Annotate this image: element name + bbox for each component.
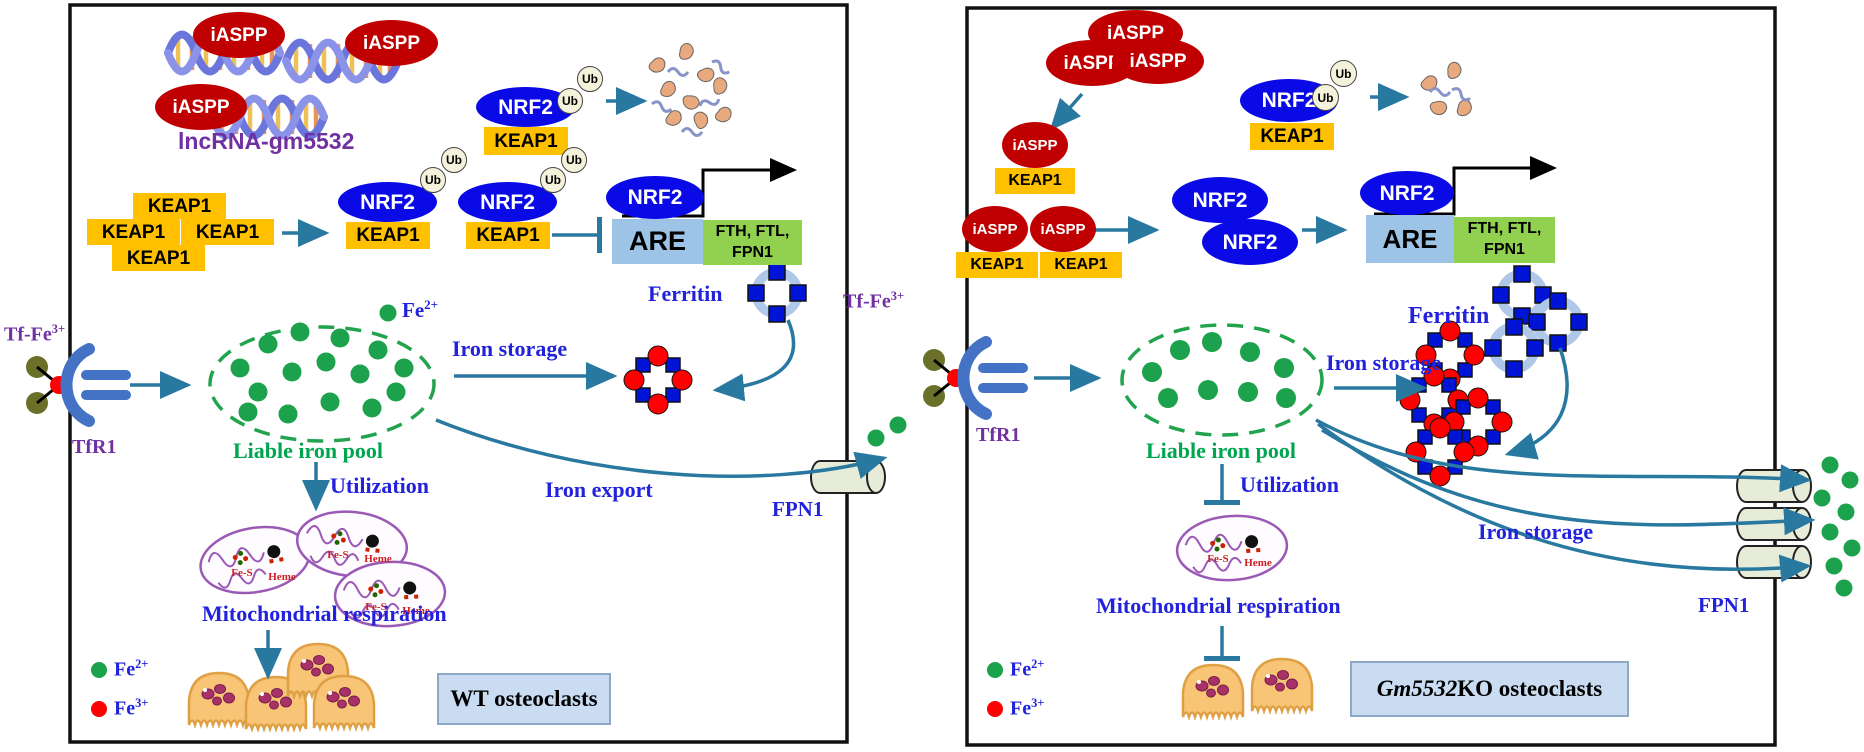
tfr1-label: TfR1 [72,436,117,458]
ubiquitin-badge: Ub [441,147,467,173]
ubiquitin-badge: Ub [1312,84,1339,111]
degraded-protein-fragments-left [647,41,734,137]
osteoclasts-left [187,642,376,731]
lncrna-label: lncRNA-gm5532 [178,128,355,154]
svg-text:Fe-S: Fe-S [1207,553,1228,565]
iron-storage-label: Iron storage [452,336,568,361]
nrf2-protein: NRF2 [1202,219,1298,265]
wt-caption-box: WT osteoclasts [437,673,611,725]
fe2-callout-label: Fe2+ [402,297,439,322]
ferritin-empty-left [748,264,806,322]
svg-text:Fe-S: Fe-S [327,549,348,561]
tfr1-receptor-right [923,342,1028,414]
target-genes-box: FTH, FTL, FPN1 [1454,217,1555,263]
keap1-protein: KEAP1 [1250,123,1334,150]
fe2-callout-dot [379,304,397,322]
ferritin-loaded-left [624,346,692,414]
labile-iron-pool-left [208,304,436,443]
degraded-protein-fragments-right [1419,59,1474,119]
iaspp-protein: iASPP [155,84,247,130]
ko-gene-name: Gm5532 [1376,676,1458,701]
svg-text:Heme: Heme [364,553,392,565]
keap1-protein: KEAP1 [484,127,568,155]
ferritin-label: Ferritin [648,281,723,306]
arrows-left [130,87,888,680]
legend-fe2-label: Fe2+ [1010,657,1045,681]
fpn1-label: FPN1 [772,497,824,521]
mitochondria-left: Fe-S Heme Fe-S Heme Fe-S Heme [194,505,448,631]
legend-fe2-label: Fe2+ [114,657,149,681]
keap1-protein: KEAP1 [995,168,1075,194]
mitochondrion-right: Fe-S Heme [1173,510,1291,586]
legend-fe3-dot-right [987,701,1003,717]
legend-fe2-dot-right [987,662,1003,678]
ferritin-label: Ferritin [1408,303,1490,329]
genes-line2: FPN1 [732,243,773,261]
genes-line1: FTH, FTL, [715,222,790,240]
labile-iron-pool-label: Liable iron pool [1146,438,1296,463]
target-genes-box: FTH, FTL, FPN1 [703,220,802,265]
tfr1-label: TfR1 [976,424,1021,446]
are-element: ARE [1366,215,1454,263]
iaspp-protein: iASPP [962,206,1028,252]
tfr1-receptor-left [26,349,131,421]
ubiquitin-badge: Ub [540,167,566,193]
ubiquitin-badge: Ub [577,66,603,92]
labile-iron-pool-label: Liable iron pool [233,438,383,463]
keap1-protein: KEAP1 [346,222,430,249]
keap1-protein: KEAP1 [87,219,180,245]
keap1-protein: KEAP1 [181,219,274,245]
legend-fe3-dot-left [91,701,107,717]
nrf2-protein: NRF2 [606,176,704,219]
labile-iron-pool-right [1120,323,1324,437]
ubiquitin-badge: Ub [561,147,587,173]
svg-text:Heme: Heme [1244,557,1272,569]
fpn1-label: FPN1 [1698,593,1750,617]
legend-fe3-label: Fe3+ [114,696,149,720]
utilization-label: Utilization [1240,472,1339,497]
genes-line1: FTH, FTL, [1467,220,1542,238]
osteoclasts-right [1181,657,1314,719]
exported-iron-left [867,416,907,447]
keap1-protein: KEAP1 [112,245,205,271]
ko-caption-box: Gm5532 KO osteoclasts [1350,661,1629,717]
nrf2-protein: NRF2 [1360,171,1454,215]
nrf2-protein: NRF2 [1172,177,1268,223]
iron-export-label: Iron export [545,477,653,502]
iaspp-protein: iASPP [1002,122,1068,168]
ferritin-empty-cluster-right [1485,266,1587,377]
legend-fe3-label: Fe3+ [1010,696,1045,720]
iaspp-protein: iASPP [1030,206,1096,252]
keap1-protein: KEAP1 [956,252,1038,278]
are-element: ARE [612,219,703,264]
nrf2-protein: NRF2 [338,182,437,222]
arrows-right [1034,83,1816,661]
svg-text:Heme: Heme [268,571,296,583]
ubiquitin-badge: Ub [1330,60,1357,87]
svg-text:Fe-S: Fe-S [365,601,386,613]
iaspp-protein: iASPP [193,12,285,58]
iaspp-protein: iASPP [345,20,438,66]
iaspp-protein: iASPP [1112,38,1204,84]
utilization-label: Utilization [330,473,429,498]
iron-storage-label: Iron storage [1326,350,1442,375]
mito-respiration-label: Mitochondrial respiration [202,601,447,626]
tf-fe3-label: Tf-Fe3+ [843,289,905,313]
exported-iron-right [1813,456,1861,597]
genes-line2: FPN1 [1484,241,1525,258]
keap1-protein: KEAP1 [133,193,226,219]
mito-respiration-label: Mitochondrial respiration [1096,593,1341,618]
svg-text:Fe-S: Fe-S [231,567,252,579]
keap1-protein: KEAP1 [1040,252,1122,278]
iron-storage-label: Iron storage [1478,519,1594,544]
keap1-protein: KEAP1 [466,222,550,249]
ubiquitin-badge: Ub [420,167,446,193]
svg-text:Heme: Heme [402,605,430,617]
tf-fe3-label: Tf-Fe3+ [4,322,66,346]
ubiquitin-badge: Ub [557,88,583,114]
legend-fe2-dot-left [91,662,107,678]
nrf2-protein: NRF2 [458,182,557,222]
